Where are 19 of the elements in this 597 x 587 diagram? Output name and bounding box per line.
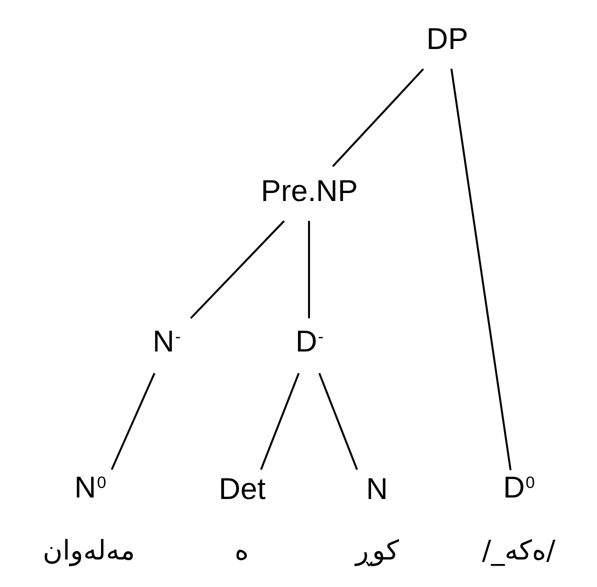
node-label: کوڕ (356, 536, 400, 567)
node-label: مەلەوان (42, 536, 136, 567)
node-text: N$^{0}$ (74, 471, 106, 504)
node-label: ە (234, 536, 249, 567)
node-text: Pre.NP (260, 174, 358, 208)
node-text: DP (426, 23, 468, 56)
node-text: N (366, 472, 388, 506)
connector (308, 220, 310, 318)
connector (450, 68, 512, 470)
connector (110, 372, 156, 470)
connector (260, 372, 300, 470)
connector (332, 68, 424, 167)
node-text: N$^{-}$ (152, 325, 181, 358)
connector (318, 372, 358, 470)
node-label: /_ەکە/ (482, 536, 556, 567)
node-text: D$^{-}$ (295, 325, 324, 358)
node-text: D$^{0}$ (503, 471, 535, 504)
node-text: Det (218, 472, 266, 506)
connector (190, 220, 285, 319)
